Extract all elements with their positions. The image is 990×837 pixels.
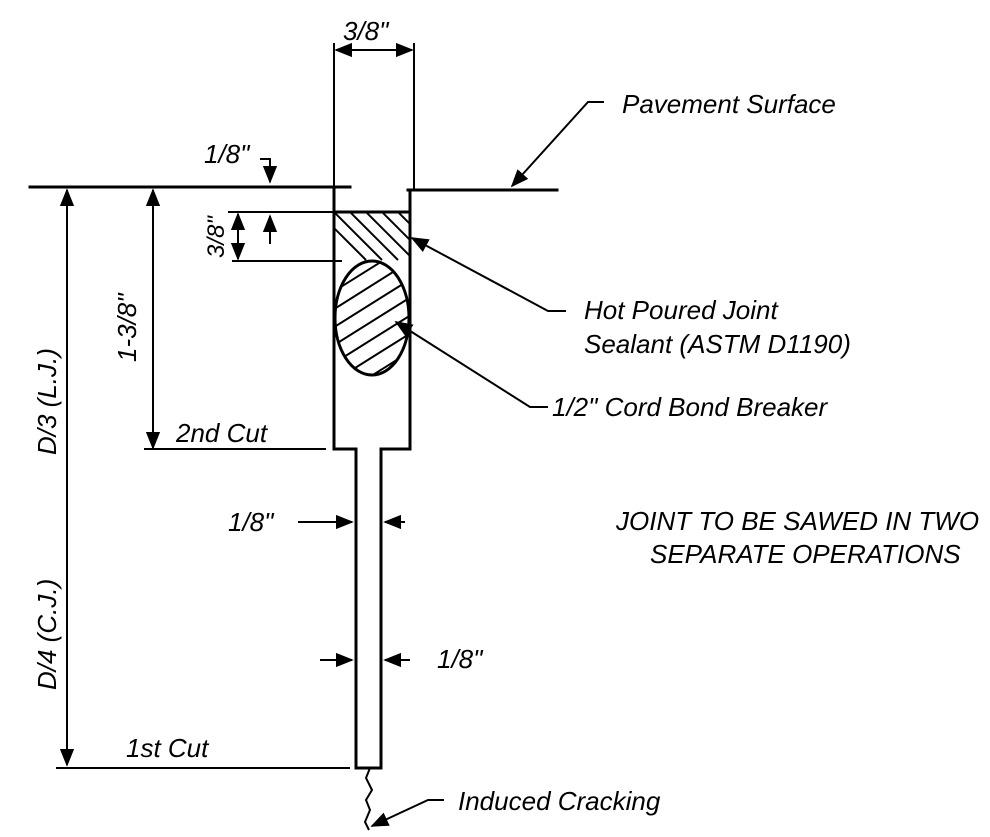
sealant-label-line1: Hot Poured Joint xyxy=(584,295,779,325)
note-line1: JOINT TO BE SAWED IN TWO xyxy=(615,506,979,536)
sealant-label-line2: Sealant (ASTM D1190) xyxy=(584,329,851,359)
cj-depth-label: D/4 (C.J.) xyxy=(32,579,62,690)
top-width-label: 3/8" xyxy=(343,16,390,46)
slot-width-upper-label: 1/8" xyxy=(228,507,275,537)
saw-cut-slot-outline xyxy=(354,447,383,770)
induced-cracking-leader xyxy=(370,799,444,827)
second-cut-label: 2nd Cut xyxy=(175,418,269,448)
induced-cracking-label: Induced Cracking xyxy=(458,786,661,816)
pavement-surface-leader xyxy=(510,101,604,188)
pavement-surface-label: Pavement Surface xyxy=(622,89,836,119)
sealant-hatch xyxy=(334,212,410,261)
lj-depth-label: D/3 (L.J.) xyxy=(32,348,62,455)
cord-label: 1/2" Cord Bond Breaker xyxy=(552,392,829,422)
cord-leader xyxy=(394,321,548,408)
note-line2: SEPARATE OPERATIONS xyxy=(650,539,961,569)
recess-leader xyxy=(260,158,278,184)
sealant-leader xyxy=(410,237,566,312)
recess-label: 1/8" xyxy=(204,139,251,169)
sealant-depth-label: 3/8" xyxy=(203,215,230,258)
reservoir-depth-label: 1-3/8" xyxy=(112,292,142,362)
crack-line xyxy=(363,767,374,831)
slot-width-lower-label: 1/8" xyxy=(437,644,484,674)
first-cut-label: 1st Cut xyxy=(126,733,210,763)
